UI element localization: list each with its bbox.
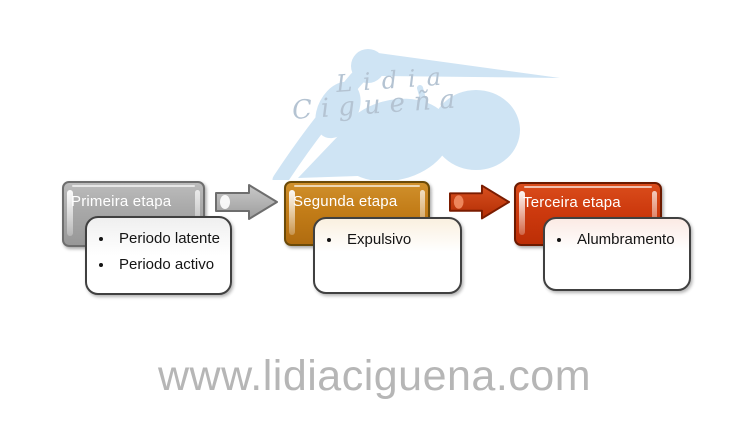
stage2-bullet-list: Expulsivo — [327, 227, 454, 253]
gloss-left — [519, 191, 525, 235]
bullet-item: Alumbramento — [557, 227, 683, 253]
bullet-item: Periodo activo — [99, 252, 224, 278]
bullet-item: Expulsivo — [327, 227, 454, 253]
stage3-content-box: Alumbramento — [543, 217, 691, 291]
gloss-top — [294, 185, 420, 187]
right-arrow-icon — [449, 184, 511, 220]
stork-logo-icon — [272, 49, 560, 180]
gloss-left — [289, 190, 295, 235]
bullet-item: Periodo latente — [99, 226, 224, 252]
website-url-text: www.lidiaciguena.com — [157, 352, 592, 400]
gloss-top — [524, 186, 652, 188]
stage3-title: Terceira etapa — [523, 194, 621, 211]
gloss-left — [67, 190, 73, 236]
stage3-bullet-list: Alumbramento — [557, 227, 683, 253]
gloss-right — [652, 191, 657, 235]
gloss-top — [72, 185, 195, 187]
gloss-right — [195, 190, 200, 236]
gloss-right — [420, 190, 425, 235]
stage1-content-box: Periodo latente Periodo activo — [85, 216, 232, 295]
stage2-content-box: Expulsivo — [313, 217, 462, 294]
right-arrow-icon — [215, 184, 278, 220]
stage1-title: Primeira etapa — [71, 193, 172, 210]
stage2-title: Segunda etapa — [293, 193, 398, 210]
stage1-bullet-list: Periodo latente Periodo activo — [99, 226, 224, 278]
